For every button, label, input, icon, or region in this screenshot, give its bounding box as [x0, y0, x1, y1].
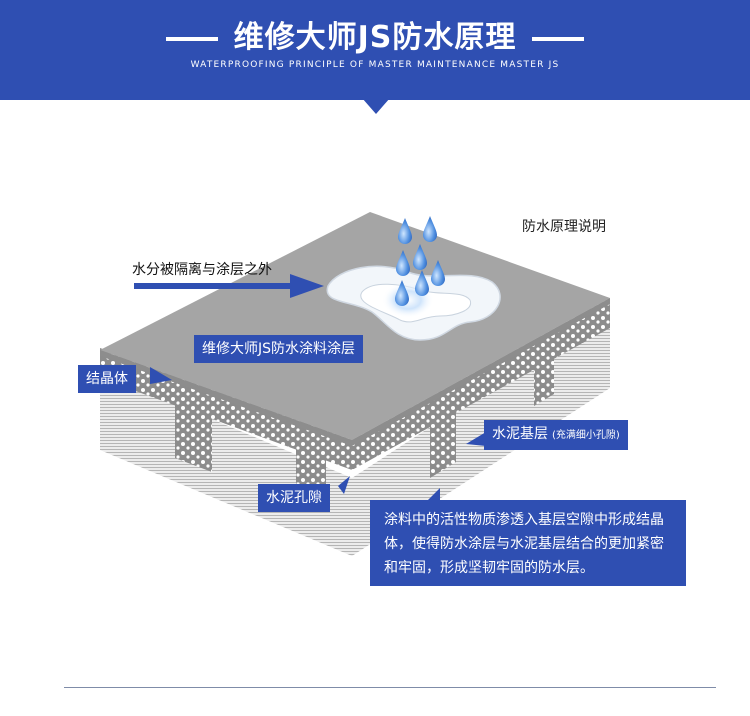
diagram-note: 防水原理说明	[522, 219, 606, 235]
cement-base-note: (充满细小孔隙)	[552, 430, 620, 441]
infobox-pointer	[428, 488, 440, 500]
header-banner: 维修大师JS防水原理 WATERPROOFING PRINCIPLE OF MA…	[0, 0, 750, 100]
header-notch	[362, 98, 390, 114]
explanation-box: 涂料中的活性物质渗透入基层空隙中形成结晶体，使得防水涂层与水泥基层结合的更加紧密…	[370, 500, 686, 586]
cement-pointer	[466, 432, 486, 446]
cement-base-label: 水泥基层 (充满细小孔隙)	[484, 420, 628, 450]
page-subtitle: WATERPROOFING PRINCIPLE OF MASTER MAINTE…	[190, 60, 560, 70]
crystal-label: 结晶体	[78, 365, 136, 393]
cement-pores-label: 水泥孔隙	[258, 484, 330, 512]
water-drop-icon	[395, 280, 409, 306]
water-drop-icon	[415, 270, 429, 296]
title-dash-right	[532, 36, 585, 41]
water-drop-icon	[413, 244, 427, 270]
crystal-pointer	[150, 367, 172, 384]
cement-base-text: 水泥基层	[492, 426, 548, 442]
crystal-layer-side	[352, 298, 610, 470]
water-drop-icon	[396, 250, 410, 276]
coating-edge-side	[352, 298, 610, 446]
coating-top	[100, 212, 610, 440]
arrow-right-icon	[134, 274, 324, 298]
title-text: 维修大师JS防水原理	[233, 20, 517, 55]
water-drop-icon	[431, 260, 445, 286]
page-title: 维修大师JS防水原理	[0, 12, 750, 56]
water-isolated-label: 水分被隔离与涂层之外	[132, 262, 272, 278]
coating-edge-front	[100, 350, 352, 446]
water-drop-icon	[398, 218, 412, 244]
pore-pointer	[338, 476, 350, 494]
footer-divider	[64, 687, 716, 688]
title-dash-left	[165, 36, 218, 41]
water-drop-icon	[423, 216, 437, 242]
coating-label: 维修大师JS防水涂料涂层	[194, 335, 364, 363]
